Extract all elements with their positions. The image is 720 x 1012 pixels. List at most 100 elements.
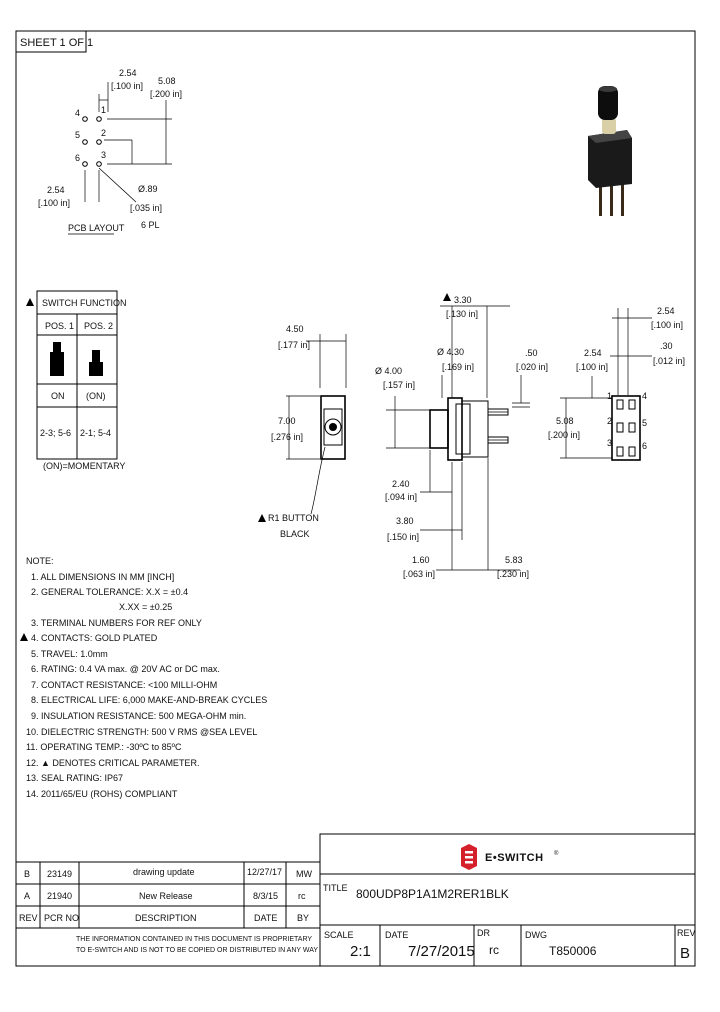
bottom-pin-5: 5 [642,418,647,428]
note-item: 14. 2011/65/EU (ROHS) COMPLIANT [26,789,178,799]
critical-marker-icon [443,293,451,301]
front-button [324,418,342,436]
front-button-label-2: BLACK [280,529,310,539]
front-body [320,395,346,460]
pcb-pin-2: 2 [101,128,106,138]
critical-marker-icon [20,633,28,641]
rev-row-desc: drawing update [133,867,195,877]
rev-row-pcr: 21940 [47,891,72,901]
bottom-pad [616,422,624,433]
bottom-p-mm: 2.54 [584,348,602,358]
render-terminal [621,176,624,216]
switch-circuit-pos2: 2-1; 5-4 [80,428,111,438]
bottom-view: 2.54 [.100 in] .30 [.012 in] 2.54 [.100 … [548,306,685,461]
front-height-in: [.276 in] [271,432,303,442]
rev-row-date: 12/27/17 [247,867,282,877]
render-body [588,130,632,188]
side-d2-in: [.150 in] [387,532,419,542]
title-block: E•SWITCH ® TITLE 800UDP8P1A1M2RER1BLK SC… [319,833,696,967]
render-terminal [599,176,602,216]
brand-mark: ® [554,850,559,857]
bottom-t-mm: .30 [660,341,673,351]
note-item: 8. ELECTRICAL LIFE: 6,000 MAKE-AND-BREAK… [31,695,267,705]
rev-header-desc: DESCRIPTION [135,913,197,923]
part-render [588,86,632,216]
switch-table-pos1: POS. 1 [45,321,74,331]
pcb-pin-4: 4 [75,108,80,118]
bottom-pad [616,399,624,410]
note-item: 7. CONTACT RESISTANCE: <100 MILLI-OHM [31,680,217,690]
notes-title: NOTE: [26,556,54,566]
note-item: 12. ▲ DENOTES CRITICAL PARAMETER. [26,758,199,768]
bottom-pin-3: 3 [607,438,612,448]
front-width-mm: 4.50 [286,324,304,334]
pcb-hole-count: 6 PL [141,220,160,230]
rev-row-pcr: 23149 [47,869,72,879]
side-d1-in: [.094 in] [385,492,417,502]
rev-row-rev: B [24,869,30,879]
bottom-pad [628,422,636,433]
front-width-in: [.177 in] [278,340,310,350]
pcb-row-in: [.200 in] [150,89,182,99]
side-dia1-in: [.157 in] [383,380,415,390]
render-terminal [610,176,613,216]
note-item: 2. GENERAL TOLERANCE: X.X = ±0.4 [31,587,188,597]
pcb-pin-5: 5 [75,130,80,140]
pcb-left-mm: 2.54 [47,185,65,195]
pcb-hole [82,161,88,167]
dwg-value: T850006 [549,944,597,958]
side-d4-mm: 5.83 [505,555,523,565]
side-dia2-in: [.169 in] [442,362,474,372]
bottom-body [611,395,641,461]
side-view: 3.30 [.130 in] Ø 4.00 [.157 in] Ø 4.30 [… [375,293,548,579]
sheet-label: SHEET 1 OF 1 [20,37,93,49]
side-d3-mm: 1.60 [412,555,430,565]
note-item: 10. DIELECTRIC STRENGTH: 500 V RMS @SEA … [26,727,257,737]
rev-row-by: rc [298,891,306,901]
side-plunger [429,409,449,449]
note-item: 9. INSULATION RESISTANCE: 500 MEGA-OHM m… [31,711,246,721]
bottom-p-in: [.100 in] [576,362,608,372]
front-button-label-1: R1 BUTTON [268,513,319,523]
bottom-h-in: [.200 in] [548,430,580,440]
bottom-pin-4: 4 [642,391,647,401]
switch-table-title: SWITCH FUNCTION [42,298,127,308]
pcb-left-in: [.100 in] [38,198,70,208]
side-term-in: [.020 in] [516,362,548,372]
date-label: DATE [385,930,408,940]
dwg-label: DWG [525,930,547,940]
pcb-pin-3: 3 [101,150,106,160]
scale-value: 2:1 [350,943,371,960]
pcb-pitch-mm: 2.54 [119,68,137,78]
rev-header-date: DATE [254,913,277,923]
bottom-h-mm: 5.08 [556,416,574,426]
note-item: 5. TRAVEL: 1.0mm [31,649,108,659]
dr-value: rc [489,943,499,957]
pcb-caption: PCB LAYOUT [68,223,125,233]
rev-header-pcr: PCR NO [44,913,79,923]
pcb-pin-1: 1 [101,105,106,115]
proprietary-notice: TO E-SWITCH AND IS NOT TO BE COPIED OR D… [76,947,318,954]
render-button [598,86,618,120]
rev-row-date: 8/3/15 [253,891,278,901]
bottom-pad [616,446,624,457]
scale-label: SCALE [324,930,354,940]
switch-table-pos2: POS. 2 [84,321,113,331]
pcb-hole [96,116,102,122]
title-value: 800UDP8P1A1M2RER1BLK [356,887,509,901]
side-dia2-mm: Ø 4.30 [437,347,464,357]
bottom-pin-2: 2 [607,416,612,426]
switch-table-footnote: (ON)=MOMENTARY [43,461,125,471]
pcb-hole [82,116,88,122]
pos1-symbol-icon [50,342,64,376]
side-dia1-mm: Ø 4.00 [375,366,402,376]
side-top-in: [.130 in] [446,309,478,319]
rev-row-desc: New Release [139,891,193,901]
side-top-mm: 3.30 [454,295,472,305]
brand-name: E•SWITCH [485,852,544,864]
bottom-pin-6: 6 [642,441,647,451]
title-label: TITLE [323,883,348,893]
note-item: 1. ALL DIMENSIONS IN MM [INCH] [31,572,174,582]
pcb-pitch-in: [.100 in] [111,81,143,91]
rev-header-by: BY [297,913,309,923]
